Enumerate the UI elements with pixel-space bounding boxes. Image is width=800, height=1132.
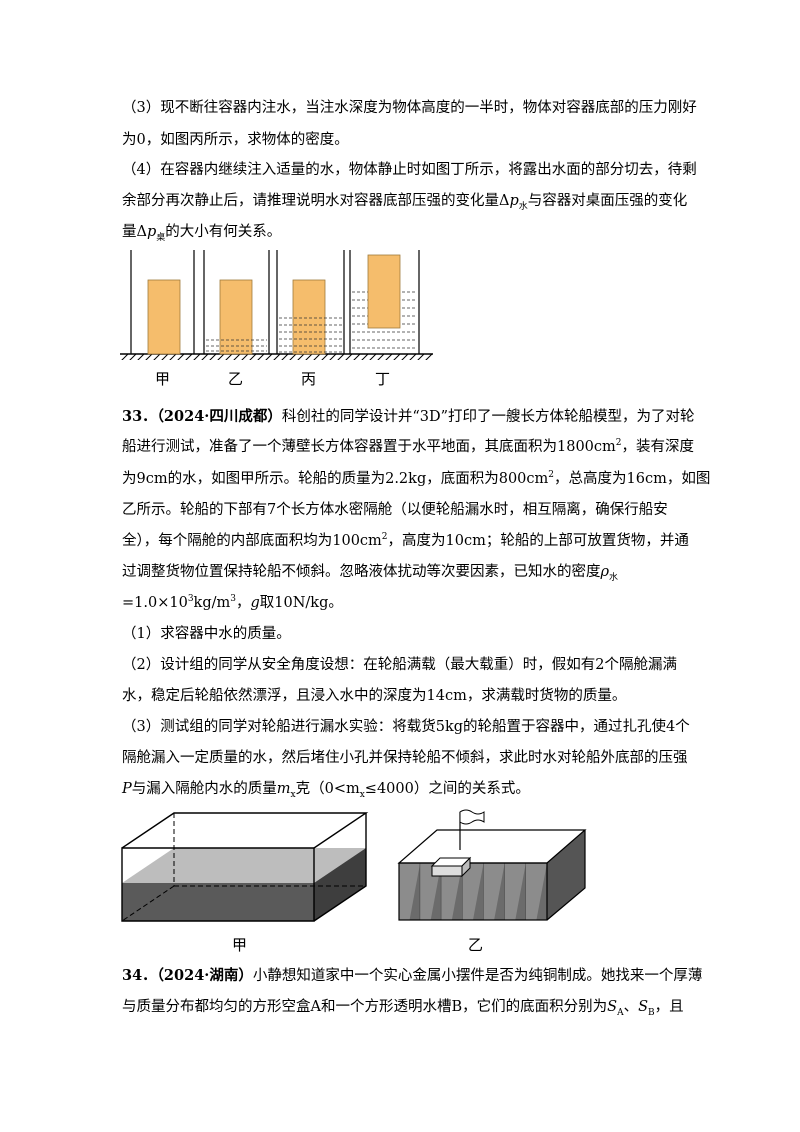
var-S: S <box>607 999 618 1015</box>
q33-sub3-line1: （3）测试组的同学对轮船进行漏水实验：将载货5kg的轮船置于容器中，通过扎孔使4… <box>122 719 690 735</box>
var-p: p <box>146 224 157 240</box>
text: 与质量分布都均匀的方形空盒A和一个方形透明水槽B，它们的底面积分别为 <box>122 999 608 1015</box>
text: 过调整货物位置保持轮船不倾斜。忽略液体扰动等次要因素，已知水的密度 <box>122 564 601 580</box>
question-source: （2024·湖南） <box>156 967 253 984</box>
flag-icon <box>459 809 485 850</box>
sup: 2 <box>548 470 555 481</box>
sub-x: x <box>359 789 365 800</box>
q32-part4-line2: 余部分再次静止后，请推理说明水对容器底部压强的变化量Δp水与容器对桌面压强的变化 <box>122 191 687 211</box>
text: =1.0×10 <box>122 595 188 611</box>
sub-water: 水 <box>518 201 528 212</box>
ground-hatch <box>120 354 433 360</box>
q33-figure-yi-ship <box>397 809 587 921</box>
sub-water: 水 <box>609 572 619 583</box>
sub-B: B <box>648 1007 655 1018</box>
q33-line7: =1.0×103kg/m3，g取10N/kg。 <box>122 593 343 613</box>
text: 的大小有何关系。 <box>165 224 282 240</box>
text: ≤4000）之间的关系式。 <box>364 781 530 797</box>
var-g: g <box>250 595 260 611</box>
question-number: 34． <box>122 967 157 984</box>
q33-figure-jia-container <box>121 812 369 922</box>
compartment-shade <box>525 863 547 920</box>
compartment-shade <box>441 863 463 920</box>
q33-line6: 过调整货物位置保持轮船不倾斜。忽略液体扰动等次要因素，已知水的密度ρ水 <box>122 562 618 582</box>
q33-line2: 船进行测试，准备了一个薄壁长方体容器置于水平地面，其底面积为1800cm2，装有… <box>122 437 694 457</box>
compartment-shade <box>504 863 526 920</box>
question-source: （2024·四川成都） <box>156 408 282 425</box>
text: ，且 <box>654 999 684 1015</box>
text: 为9cm的水，如图甲所示。轮船的质量为2.2kg，底面积为800cm <box>122 471 549 487</box>
container-yi <box>203 250 270 355</box>
q33-sub2-line1: （2）设计组的同学从安全角度设想：在轮船满载（最大载重）时，假如有2个隔舱漏满 <box>122 657 677 673</box>
text: 余部分再次静止后，请推理说明水对容器底部压强的变化量Δ <box>122 193 510 209</box>
q33-sub3-line2: 隔舱漏入一定质量的水，然后堵住小孔并保持轮船不倾斜，求此时水对轮船外底部的压强 <box>122 750 688 766</box>
text: 小静想知道家中一个实心金属小摆件是否为纯铜制成。她找来一个厚薄 <box>252 968 703 984</box>
q32-figure-containers <box>120 250 433 360</box>
fig-label-jia: 甲 <box>155 370 171 388</box>
sub-A: A <box>617 1007 624 1018</box>
q32-part3-line2: 为0，如图丙所示，求物体的密度。 <box>122 132 349 148</box>
cargo-box-icon <box>430 856 472 878</box>
text: ，高度为10cm；轮船的上部可放置货物，并通 <box>387 533 689 549</box>
var-S: S <box>638 999 648 1015</box>
block-jia <box>147 279 181 355</box>
text: 克（0<m <box>295 781 360 797</box>
var-m: m <box>276 781 291 797</box>
text: 船进行测试，准备了一个薄壁长方体容器置于水平地面，其底面积为1800cm <box>122 439 616 455</box>
text: 全），每个隔舱的内部底面积均为100cm <box>122 533 382 549</box>
q33-line1: 33．（2024·四川成都）科创社的同学设计并“3D”打印了一艘长方体轮船模型，… <box>122 407 695 427</box>
fig-label-yi: 乙 <box>228 370 244 388</box>
text: kg/m <box>193 595 231 611</box>
q33-sub2-line2: 水，稳定后轮船依然漂浮，且浸入水中的深度为14cm，求满载时货物的质量。 <box>122 688 627 704</box>
container-jia <box>130 250 195 355</box>
fig-label-bing: 丙 <box>301 370 317 388</box>
q32-part4-line3: 量Δp桌的大小有何关系。 <box>122 222 281 242</box>
fig-label-yi-2: 乙 <box>468 936 484 954</box>
text: 科创社的同学设计并“3D”打印了一艘长方体轮船模型，为了对轮 <box>281 409 695 425</box>
text: ，装有深度 <box>621 439 695 455</box>
q34-line2: 与质量分布都均匀的方形空盒A和一个方形透明水槽B，它们的底面积分别为SA、SB，… <box>122 997 684 1017</box>
q33-line3: 为9cm的水，如图甲所示。轮船的质量为2.2kg，底面积为800cm2，总高度为… <box>122 469 710 489</box>
compartment-shade <box>462 863 484 920</box>
q33-line4: 乙所示。轮船的下部有7个长方体水密隔舱（以便轮船漏水时，相互隔离，确保行船安 <box>122 502 668 518</box>
block-bing <box>292 279 326 355</box>
text: 、 <box>623 999 639 1015</box>
sup: 3 <box>187 594 194 605</box>
block-ding <box>367 254 401 329</box>
text: ，总高度为16cm，如图 <box>554 471 711 487</box>
sub-table: 桌 <box>156 232 166 243</box>
text: 取10N/kg。 <box>259 595 343 611</box>
var-rho: ρ <box>600 564 610 580</box>
sub-x: x <box>290 789 296 800</box>
text: 量Δ <box>122 224 147 240</box>
q33-sub3-line3: P与漏入隔舱内水的质量mx克（0<mx≤4000）之间的关系式。 <box>122 779 530 799</box>
compartment-shade <box>483 863 505 920</box>
question-number: 33． <box>122 408 157 425</box>
compartment-shade <box>420 863 442 920</box>
text: ， <box>235 595 251 611</box>
q33-line5: 全），每个隔舱的内部底面积均为100cm2，高度为10cm；轮船的上部可放置货物… <box>122 531 689 551</box>
compartment-shade <box>399 863 421 920</box>
q32-part4-line1: （4）在容器内继续注入适量的水，物体静止时如图丁所示，将露出水面的部分切去，待剩 <box>122 162 697 178</box>
text: 与容器对桌面压强的变化 <box>527 193 688 209</box>
q34-line1: 34．（2024·湖南）小静想知道家中一个实心金属小摆件是否为纯铜制成。她找来一… <box>122 966 702 986</box>
sup: 2 <box>615 438 622 449</box>
container-bing <box>276 250 345 355</box>
sup: 2 <box>381 532 388 543</box>
sup: 3 <box>230 594 236 605</box>
block-yi <box>219 279 253 355</box>
var-P: P <box>122 781 132 797</box>
q33-sub1: （1）求容器中水的质量。 <box>122 626 291 642</box>
fig-label-jia-2: 甲 <box>232 936 248 954</box>
var-p: p <box>509 193 519 209</box>
fig-label-ding: 丁 <box>375 370 391 388</box>
container-ding <box>349 250 420 354</box>
text: 与漏入隔舱内水的质量 <box>131 781 277 797</box>
q32-part3-line1: （3）现不断往容器内注水，当注水深度为物体高度的一半时，物体对容器底部的压力刚好 <box>122 100 697 116</box>
